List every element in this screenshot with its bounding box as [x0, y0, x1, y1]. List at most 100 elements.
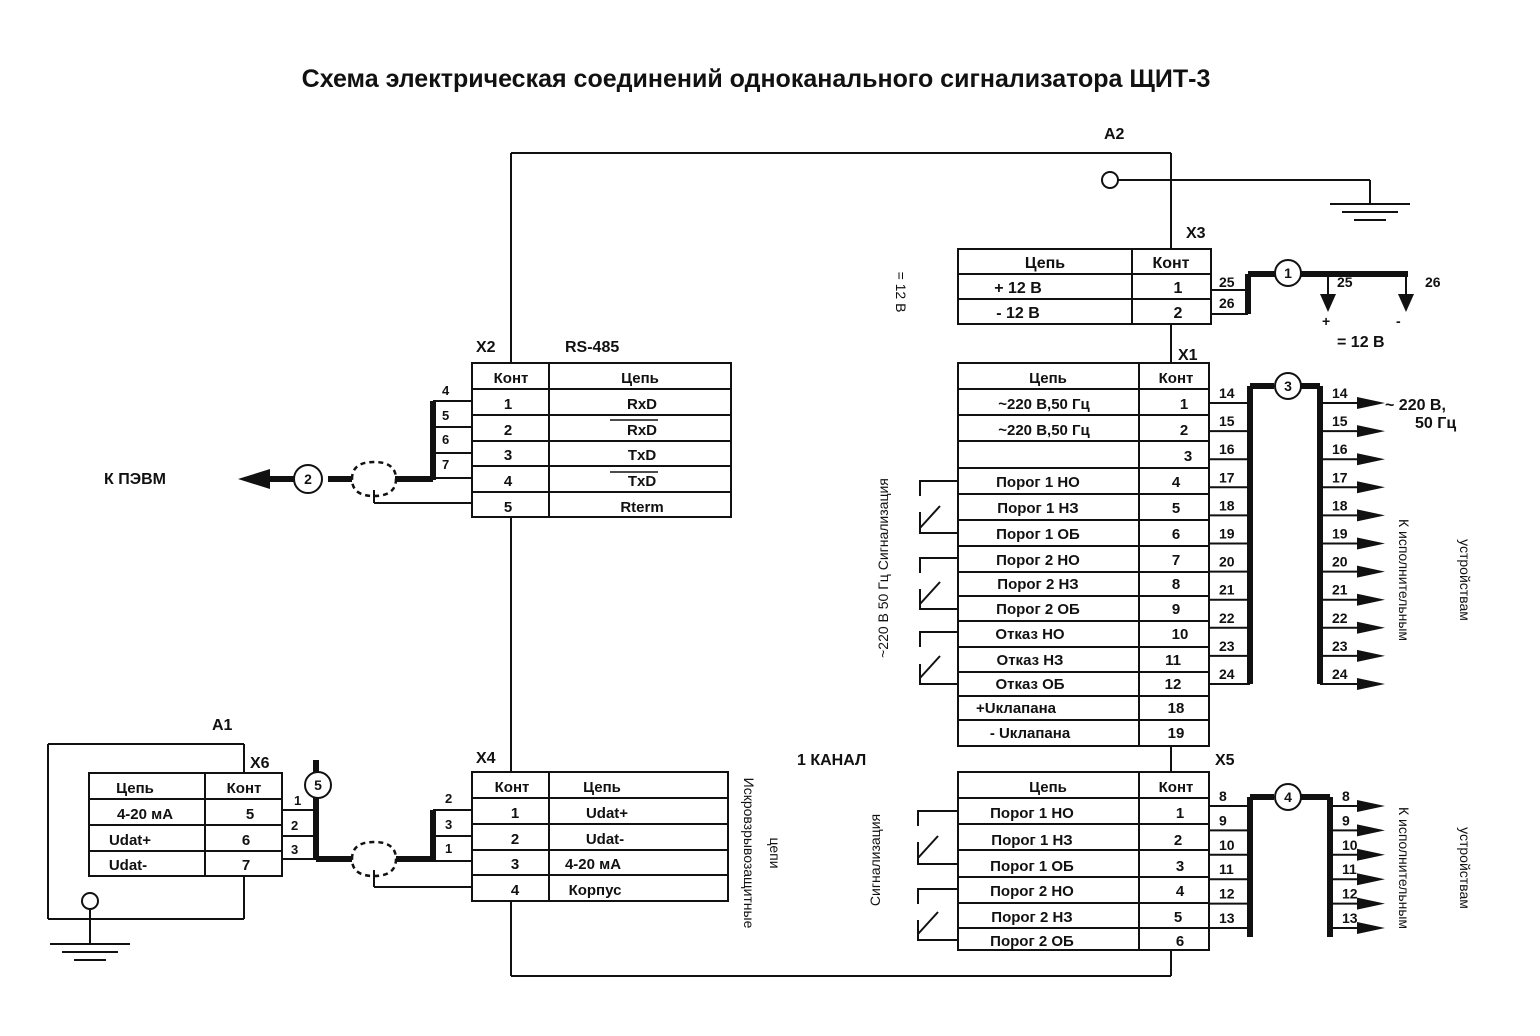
ground-terminal-a1: [81, 892, 99, 944]
x5-row-circuit: Порог 2 НО: [990, 883, 1074, 900]
unit-a1-outline: [47, 743, 245, 920]
x3-wiring: 25 26: [1211, 271, 1414, 315]
x5-wiring: [1247, 794, 1333, 937]
x1-row-contact: 2: [1180, 422, 1188, 439]
x6-ext-pin: 3: [291, 842, 298, 857]
x1-out-arrow-icon: [1357, 453, 1385, 466]
x4-row-circuit: Корпус: [569, 882, 622, 899]
x1-table: Цепь Конт ~220 В,50 Гц 1 ~220 В,50 Гц 2 …: [957, 362, 1210, 747]
x1-row-circuit: Порог 1 НЗ: [997, 500, 1078, 517]
x1-relay-contacts: [919, 480, 958, 685]
x1-row-circuit: Порог 2 ОБ: [996, 601, 1080, 618]
x3-row-contact: 2: [1174, 305, 1183, 322]
x1-out-arrow-icon: [1357, 649, 1385, 662]
vertical-label-220v-signal: ~220 В 50 Гц Сигнализация: [875, 478, 891, 658]
x4-ext-pin: 2: [445, 791, 452, 806]
x5-row-circuit: Порог 1 НЗ: [991, 832, 1072, 849]
x1-row-circuit: ~220 В,50 Гц: [998, 396, 1090, 413]
x6-ext-pin: 2: [291, 818, 298, 833]
x1-row-contact: 11: [1165, 652, 1181, 669]
x5-row-contact: 3: [1176, 858, 1184, 875]
x5-pin-number: 10: [1219, 837, 1235, 853]
x4-row-circuit: 4-20 мА: [565, 856, 621, 873]
dynamic-pins-layer: 1415161718192021222324141516171819202122…: [1209, 385, 1385, 934]
x1-pin-number: 18: [1219, 497, 1235, 513]
svg-text:4: 4: [1284, 789, 1292, 805]
x5-row-contact: 6: [1176, 933, 1184, 950]
channel-label: 1 КАНАЛ: [797, 752, 866, 769]
x2-head-contact: Конт: [494, 370, 529, 387]
x5-row-contact: 2: [1174, 832, 1182, 849]
x5-head-contact: Конт: [1159, 779, 1194, 796]
x5-pin-number: 12: [1219, 886, 1235, 902]
x1-row-contact: 18: [1168, 700, 1185, 717]
x5-out-arrow-icon: [1357, 824, 1385, 837]
x1-pin-number: 22: [1219, 610, 1235, 626]
diagram-title: Схема электрическая соединений одноканал…: [302, 65, 1211, 93]
x5-row-circuit: Порог 1 НО: [990, 805, 1074, 822]
x3-out-label: 25: [1337, 274, 1353, 290]
x2-wiring: 4 5 6 7: [328, 383, 472, 504]
x1-out-arrow-icon: [1357, 425, 1385, 438]
x4-row-circuit: Udat-: [586, 831, 624, 848]
bundle-marker-3: 3: [1274, 372, 1302, 400]
x2-ext-pin: 5: [442, 408, 449, 423]
vertical-label-12v: = 12 В: [893, 272, 909, 313]
x5-out-number: 13: [1342, 910, 1358, 926]
x1-pin-number: 14: [1219, 385, 1235, 401]
x1-out-arrow-icon: [1357, 481, 1385, 494]
x3-table: Цепь Конт + 12 В 1 - 12 В 2: [957, 248, 1212, 325]
supply-220v-label: ~ 220 В,: [1385, 397, 1446, 414]
vertical-label-devices-2: устройствам: [1457, 827, 1473, 909]
x1-out-number: 21: [1332, 582, 1348, 598]
x1-out-arrow-icon: [1357, 397, 1385, 409]
x2-head-circuit: Цепь: [621, 370, 659, 387]
vertical-label-executive-1: К исполнительным: [1396, 519, 1412, 641]
x1-row-circuit: Отказ НО: [995, 626, 1065, 643]
x1-out-number: 23: [1332, 638, 1348, 654]
x1-pin-number: 24: [1219, 666, 1235, 682]
supply-50hz-label: 50 Гц: [1415, 415, 1456, 432]
x5-row-contact: 1: [1176, 805, 1184, 822]
x1-out-arrow-icon: [1357, 565, 1385, 578]
x2-ext-pin: 4: [442, 383, 450, 398]
x1-row-circuit: Порог 2 НО: [996, 552, 1080, 569]
x4-head-contact: Конт: [495, 779, 530, 796]
svg-text:5: 5: [314, 777, 322, 793]
x6-ext-pin: 1: [294, 793, 301, 808]
x5-out-number: 8: [1342, 788, 1350, 804]
x3-row-contact: 1: [1174, 280, 1183, 297]
x5-out-number: 12: [1342, 886, 1358, 902]
x2-row-circuit: Rterm: [620, 499, 663, 516]
x3-pin: 25: [1219, 274, 1235, 290]
x1-wiring: [1247, 383, 1323, 684]
x5-row-circuit: Порог 2 НЗ: [991, 909, 1072, 926]
bundle-marker-1: 1: [1274, 259, 1302, 287]
x1-out-arrow-icon: [1357, 621, 1385, 634]
ground-icon-a1: [50, 943, 130, 961]
x1-row-circuit: Порог 1 ОБ: [996, 526, 1080, 543]
svg-text:1: 1: [1284, 265, 1292, 281]
x2-row-circuit: RxD: [627, 422, 657, 439]
x5-out-arrow-icon: [1357, 848, 1385, 861]
x4-label: Х4: [476, 750, 496, 767]
x1-row-contact: 4: [1172, 474, 1181, 491]
x2-row-circuit: TxD: [628, 447, 657, 464]
x4-row-contact: 3: [511, 856, 519, 873]
x5-out-number: 9: [1342, 812, 1350, 828]
x3-row-circuit: - 12 В: [996, 305, 1040, 322]
x2-row-contact: 3: [504, 447, 512, 464]
x5-row-circuit: Порог 1 ОБ: [990, 858, 1074, 875]
x6-row-contact: 6: [242, 832, 250, 849]
x2-row-contact: 4: [504, 473, 513, 490]
bundle-marker-4: 4: [1274, 783, 1302, 811]
x4-row-contact: 4: [511, 882, 520, 899]
x2-row-contact: 2: [504, 422, 512, 439]
x1-row-circuit: - Uклапана: [990, 725, 1071, 742]
x1-head-contact: Конт: [1159, 370, 1194, 387]
vertical-label-signal: Сигнализация: [867, 814, 883, 906]
vertical-label-circuits: цепи: [767, 837, 783, 868]
svg-text:2: 2: [304, 471, 312, 487]
x1-row-contact: 9: [1172, 601, 1180, 618]
